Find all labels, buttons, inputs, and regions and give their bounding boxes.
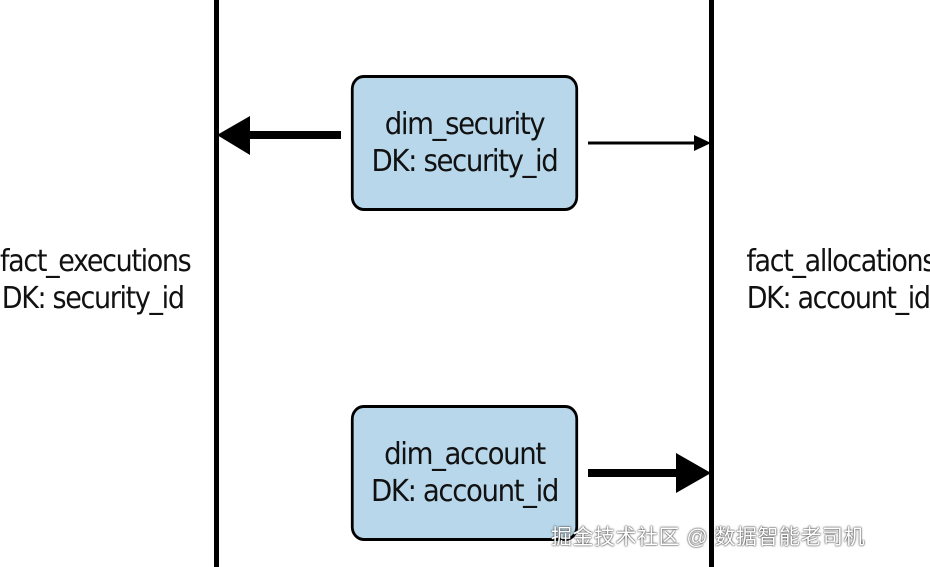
fact-executions-key: DK: security_id (1, 281, 185, 316)
fact-executions-lifeline (214, 0, 219, 567)
dim-security-box: dim_security DK: security_id (350, 75, 579, 211)
dim-account-key: DK: account_id (370, 474, 559, 509)
fact-allocations-label: fact_allocations DK: account_id (746, 243, 930, 317)
dim-account-box: dim_account DK: account_id (350, 405, 579, 541)
watermark-text: 掘金技术社区 @ 数据智能老司机 (551, 526, 865, 549)
fact-executions-label: fact_executions DK: security_id (0, 243, 192, 317)
arrow-security-to-executions-head (217, 116, 250, 155)
fact-executions-name: fact_executions (0, 244, 192, 279)
fact-allocations-lifeline (709, 0, 714, 567)
arrow-account-to-allocations-head (676, 453, 711, 493)
fact-allocations-key: DK: account_id (746, 281, 930, 316)
fact-allocations-name: fact_allocations (746, 244, 930, 279)
dim-account-name: dim_account (384, 437, 546, 472)
dim-security-key: DK: security_id (371, 144, 559, 179)
dim-security-name: dim_security (384, 107, 546, 142)
